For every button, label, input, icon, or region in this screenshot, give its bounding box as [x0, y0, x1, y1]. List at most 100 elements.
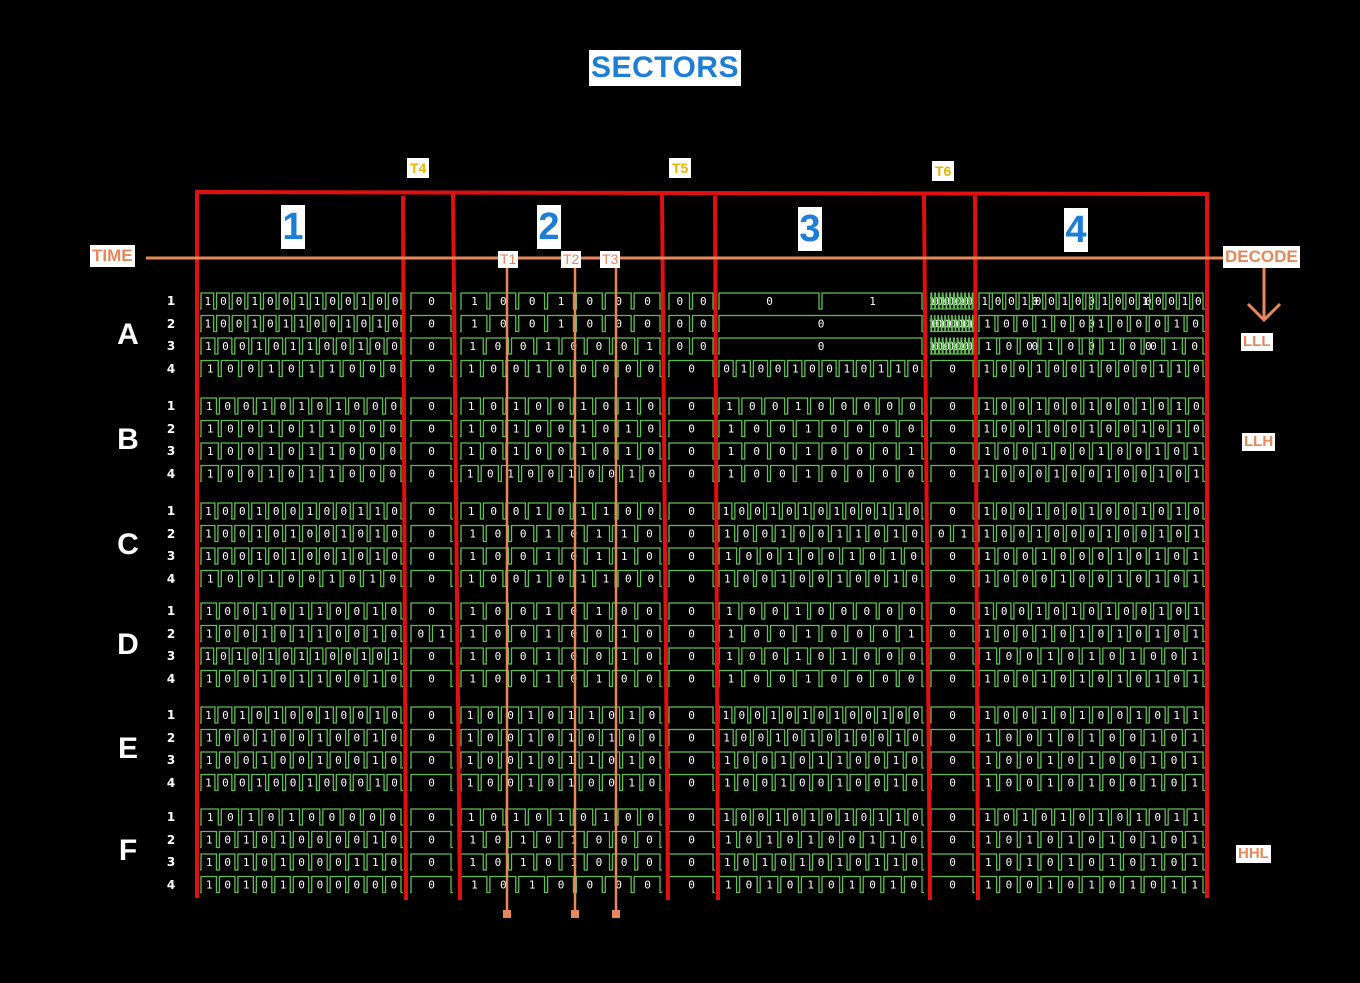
- bit-digit: 0: [1171, 650, 1178, 663]
- bit-digit: 0: [625, 573, 632, 586]
- bit-digit: 1: [908, 445, 915, 458]
- bit-digit: 0: [1026, 879, 1033, 892]
- bit-digit: 0: [1129, 732, 1136, 745]
- bit-digit: 0: [818, 573, 825, 586]
- bit-digit: 0: [1001, 400, 1008, 413]
- bit-digit: 0: [753, 423, 760, 436]
- bit-digit: 0: [809, 363, 816, 376]
- bit-digit: 0: [1123, 505, 1130, 518]
- bit-digit: 0: [1129, 856, 1136, 869]
- bit-digit: 0: [369, 811, 376, 824]
- bit-digit: 0: [621, 834, 628, 847]
- bit-digit: 0: [723, 363, 730, 376]
- bit-digit: 0: [390, 732, 397, 745]
- bit-digit: 0: [1060, 318, 1067, 331]
- bit-digit: 1: [298, 673, 305, 686]
- bit-digit: 1: [1154, 550, 1161, 563]
- bit-digit: 0: [1026, 754, 1033, 767]
- bit-digit: 0: [1022, 709, 1029, 722]
- sector-label-3: 3: [798, 207, 822, 251]
- bit-digit: 0: [1053, 605, 1060, 618]
- bit-digit: 1: [307, 777, 314, 790]
- bit-digit: 0: [570, 650, 577, 663]
- bit-digit: 0: [1006, 856, 1013, 869]
- bit-digit: 1: [983, 363, 990, 376]
- bit-digit: 1: [374, 505, 381, 518]
- bit-digit: 0: [1079, 445, 1086, 458]
- bit-digit: 1: [268, 573, 275, 586]
- bit-digit: 0: [856, 445, 863, 458]
- bit-digit: 1: [1088, 650, 1095, 663]
- bit-digit: 1: [207, 423, 214, 436]
- bit-digit: 0: [535, 811, 542, 824]
- bit-digit: 0: [335, 628, 342, 641]
- bit-digit: 0: [949, 777, 956, 790]
- bit-digit: 0: [828, 834, 835, 847]
- bit-digit: 1: [329, 363, 336, 376]
- signal-trace: [200, 314, 1205, 333]
- bit-digit: 0: [570, 628, 577, 641]
- bit-digit: 0: [855, 573, 862, 586]
- bit-digit: 1: [280, 856, 287, 869]
- bit-digit: 0: [288, 423, 295, 436]
- bit-digit: 0: [500, 295, 507, 308]
- bit-digit: 1: [1106, 605, 1113, 618]
- channel-label: 2: [166, 421, 176, 436]
- bit-digit: 0: [1129, 834, 1136, 847]
- bit-digit: 1: [1193, 605, 1200, 618]
- bit-digit: 0: [1053, 400, 1060, 413]
- bit-digit: 0: [548, 777, 555, 790]
- bit-digit: 0: [335, 754, 342, 767]
- bit-digit: 0: [938, 528, 945, 541]
- bit-digit: 0: [596, 340, 603, 353]
- bit-digit: 0: [1022, 550, 1029, 563]
- bit-digit: 0: [831, 445, 838, 458]
- bit-digit: 0: [1026, 340, 1033, 353]
- bit-digit: 0: [775, 363, 782, 376]
- bit-digit: 0: [513, 573, 520, 586]
- bit-digit: 0: [428, 879, 435, 892]
- bit-digit: 0: [243, 673, 250, 686]
- bit-digit: 0: [280, 732, 287, 745]
- bit-digit: 0: [290, 777, 297, 790]
- bit-digit: 0: [909, 605, 916, 618]
- bit-digit: 0: [251, 650, 258, 663]
- bit-digit: 0: [1175, 605, 1182, 618]
- bit-digit: 1: [376, 318, 383, 331]
- bit-digit: 1: [1036, 423, 1043, 436]
- bit-digit: 1: [1171, 879, 1178, 892]
- bit-digit: 1: [251, 295, 258, 308]
- bit-digit: 0: [1106, 505, 1113, 518]
- bit-digit: 0: [912, 363, 919, 376]
- bit-digit: 0: [308, 811, 315, 824]
- bit-digit: 0: [649, 709, 656, 722]
- bit-digit: 0: [535, 400, 542, 413]
- bit-digit: 0: [1068, 777, 1075, 790]
- bit-digit: 1: [1047, 340, 1054, 353]
- bit-digit: 1: [558, 318, 565, 331]
- bit-digit: 0: [688, 709, 695, 722]
- bit-digit: 0: [298, 879, 305, 892]
- bit-digit: 0: [267, 295, 274, 308]
- bit-digit: 0: [1071, 505, 1078, 518]
- bit-digit: 1: [1041, 550, 1048, 563]
- bit-digit: 0: [280, 400, 287, 413]
- bit-digit: 1: [1173, 709, 1180, 722]
- bit-digit: 0: [1068, 732, 1075, 745]
- bit-digit: 1: [841, 650, 848, 663]
- bit-digit: 0: [743, 528, 750, 541]
- bit-digit: 1: [596, 605, 603, 618]
- bit-digit: 1: [723, 811, 730, 824]
- group-label-b: B: [117, 423, 139, 456]
- bit-digit: 0: [1001, 505, 1008, 518]
- bit-digit: 0: [329, 811, 336, 824]
- bit-digit: 0: [261, 879, 268, 892]
- bit-digit: 0: [376, 650, 383, 663]
- bit-digit: 0: [913, 709, 920, 722]
- bit-digit: 0: [1048, 295, 1055, 308]
- bit-digit: 1: [469, 340, 476, 353]
- bit-digit: 1: [261, 605, 268, 618]
- bit-digit: 1: [1088, 505, 1095, 518]
- bit-digit: 0: [340, 709, 347, 722]
- bit-digit: 1: [1141, 505, 1148, 518]
